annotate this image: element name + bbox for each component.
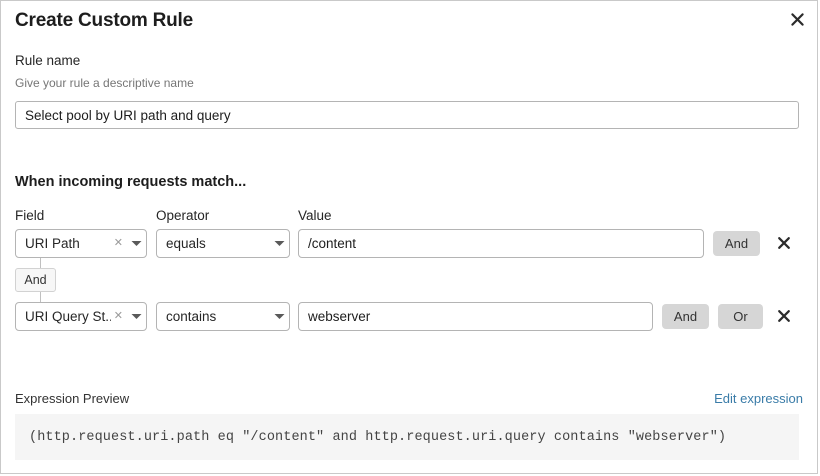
delete-condition-button-row-1[interactable] (773, 232, 795, 254)
expression-preview-box: (http.request.uri.path eq "/content" and… (15, 414, 799, 460)
column-header-value: Value (298, 208, 332, 223)
delete-condition-button-row-2[interactable] (773, 305, 795, 327)
condition-row: URI Query St... ✕ contains And Or (1, 302, 819, 331)
expression-preview-label: Expression Preview (15, 391, 130, 406)
operator-select-1-value: equals (166, 236, 206, 251)
dialog-title: Create Custom Rule (15, 10, 193, 31)
operator-select-1[interactable]: equals (156, 229, 290, 258)
connector-line-top (40, 258, 41, 268)
edit-expression-link[interactable]: Edit expression (714, 391, 803, 406)
rule-name-input[interactable] (15, 101, 799, 129)
operator-select-2[interactable]: contains (156, 302, 290, 331)
connector-line-bottom (40, 292, 41, 302)
close-small-icon[interactable]: ✕ (113, 310, 123, 322)
and-button-row-2[interactable]: And (662, 304, 709, 329)
rule-name-label: Rule name (15, 53, 81, 68)
chevron-down-icon[interactable] (126, 313, 146, 320)
condition-row: URI Path ✕ equals And (1, 229, 819, 258)
close-icon[interactable] (785, 7, 809, 31)
column-header-operator: Operator (156, 208, 210, 223)
close-small-icon[interactable]: ✕ (113, 237, 123, 249)
chevron-down-icon[interactable] (126, 240, 146, 247)
and-button-row-1[interactable]: And (713, 231, 760, 256)
expression-preview-text: (http.request.uri.path eq "/content" and… (29, 429, 727, 445)
field-select-1-value: URI Path (25, 236, 80, 251)
field-select-1[interactable]: URI Path ✕ (15, 229, 147, 258)
value-input-1[interactable] (298, 229, 704, 258)
chevron-down-icon[interactable] (269, 240, 289, 247)
value-input-2[interactable] (298, 302, 653, 331)
group-connector-and-button[interactable]: And (15, 268, 56, 292)
match-section-heading: When incoming requests match... (15, 174, 247, 190)
column-header-field: Field (15, 208, 45, 223)
field-select-2[interactable]: URI Query St... ✕ (15, 302, 147, 331)
rule-name-help-text: Give your rule a descriptive name (15, 76, 194, 90)
operator-select-2-value: contains (166, 309, 217, 324)
chevron-down-icon[interactable] (269, 313, 289, 320)
or-button-row-2[interactable]: Or (718, 304, 763, 329)
field-select-2-value: URI Query St... (25, 309, 111, 324)
